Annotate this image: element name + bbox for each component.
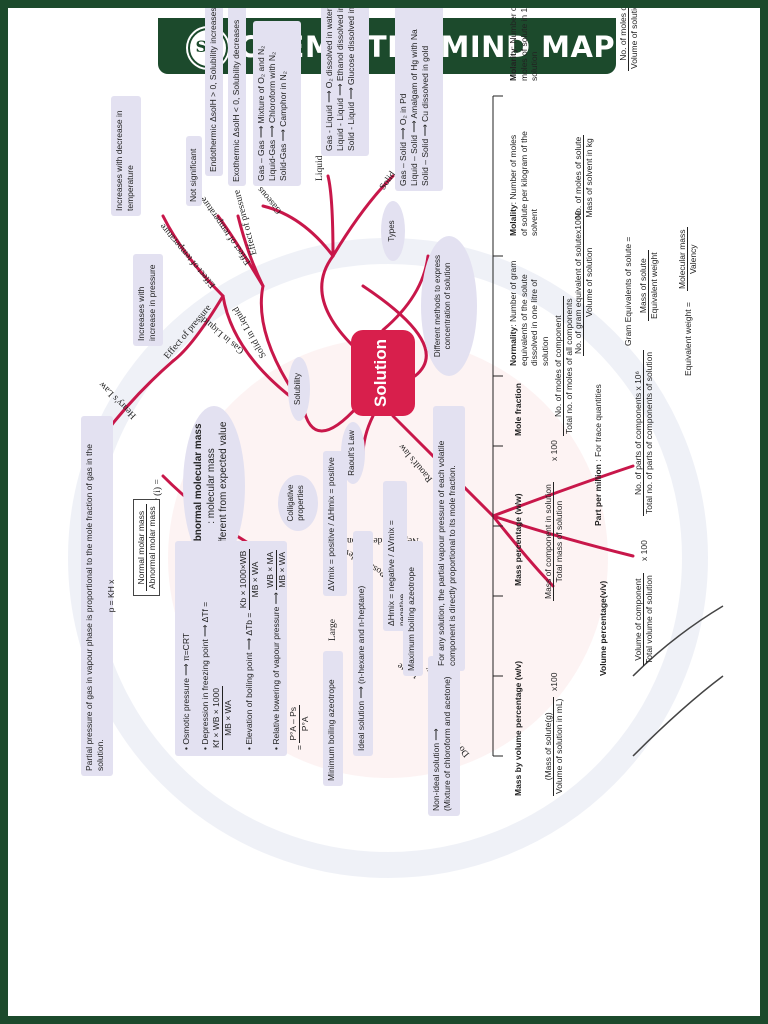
- branch-to-raoult: [361, 284, 428, 378]
- max-azeotrope-box: Maximum boiling azeotrope: [403, 541, 423, 676]
- wv-formula: (Mass of solute(g)Volume of solution in …: [543, 696, 564, 796]
- solubility-node: Solubility: [288, 357, 310, 421]
- boiling-point: • Elevation of boiling point ⟶ ΔTb =: [243, 612, 254, 750]
- osmotic-pressure: • Osmotic pressure ⟶ π=CRT: [181, 633, 191, 750]
- rlvp: • Relative lowering of vapour pressure ⟶: [271, 592, 282, 750]
- wv-multiplier: x100: [549, 672, 559, 691]
- gas-pressure-box: Increases with increase in pressure: [133, 254, 163, 346]
- branch-raoults-law: [491, 464, 635, 518]
- branch-negative: [491, 514, 635, 558]
- mind-map-canvas: Solution Types Gaseous Liquid Solid Gas …: [33, 8, 751, 998]
- vv-title: Volume percentage(v/v): [598, 580, 608, 676]
- large-label-1: Large: [328, 619, 338, 641]
- equivalent-weight-label: Equivalent weight =: [683, 302, 693, 376]
- solid-item: Liquid – Solid ⟶ Amalgam of Hg with Na: [409, 29, 420, 186]
- solid-item: Solid – Solid ⟶ Cu dissolved in gold: [420, 45, 431, 186]
- nonideal-example: (Mixture of chloroform and acetone): [442, 676, 453, 811]
- liquid-item: Gas - Liquid ⟶ O₂ dissolved in water: [324, 8, 334, 151]
- normality-definition: Normality: Number of gram equivalents of…: [508, 260, 550, 366]
- ww-title: Mass percentage (w/w): [513, 493, 523, 586]
- liquid-label: Liquid: [315, 155, 325, 181]
- branch-solid: [331, 174, 395, 258]
- min-azeotrope-box: Minimum boiling azeotrope: [323, 651, 343, 786]
- ppm-title: Part per million : For trace quantities: [593, 384, 603, 526]
- solid-box: Gas – Solid ⟶ O₂ in Pd Liquid – Solid ⟶ …: [395, 8, 443, 191]
- gaseous-item: Liquid-Gas ⟶ Chloroform with N₂: [267, 51, 278, 181]
- ideal-solution-box: Ideal solution ⟶ (n-hexane and n-heptane…: [353, 531, 373, 756]
- exothermic-box: Exothermic ΔsolH < 0, Solubility decreas…: [228, 8, 246, 186]
- molarity-definition: Molarity: Number of moles of solute in 1…: [508, 3, 540, 81]
- liquid-item: Liquid - Liquid ⟶ Ethanol dissolved in w…: [335, 0, 346, 151]
- concentration-node: Different methods to express concentrati…: [421, 236, 477, 376]
- solid-item: Gas – Solid ⟶ O₂ in Pd: [398, 93, 408, 187]
- nonideal-solution-box: Non-ideal solution ⟶ (Mixture of chlorof…: [428, 656, 460, 816]
- colligative-node: Colligative properties: [278, 475, 318, 531]
- henry-law-box: Partial pressure of gas in vapour phase …: [81, 416, 116, 776]
- molality-definition: Molality: Number of moles of solute per …: [508, 131, 540, 236]
- branch-gaseous: [261, 204, 335, 258]
- branch-gl-temp: [161, 214, 225, 298]
- ww-multiplier: x 100: [549, 440, 559, 461]
- nonideal-title: Non-ideal solution ⟶: [431, 728, 441, 811]
- branch-gl-pressure: [171, 294, 225, 363]
- raoult-law-statement: For any solution, the partial vapour pre…: [433, 406, 465, 671]
- gram-equivalent-label: Gram Equivalents of solute =: [623, 236, 633, 346]
- mind-map: Solution Types Gaseous Liquid Solid Gas …: [33, 0, 751, 816]
- gaseous-item: Gas – Gas ⟶ Mixture of O₂ and N₂: [256, 45, 266, 181]
- endothermic-box: Endothermic ΔsolH > 0, Solubility increa…: [205, 8, 223, 176]
- gaseous-box: Gas – Gas ⟶ Mixture of O₂ and N₂ Liquid-…: [253, 21, 301, 186]
- wv-title: Mass by volume percentage (w/v): [513, 660, 523, 796]
- freezing-point: • Depression in freezing point ⟶ ΔTf =: [200, 601, 211, 750]
- colligative-box: • Osmotic pressure ⟶ π=CRT • Depression …: [175, 541, 310, 756]
- liquid-box: Gas - Liquid ⟶ O₂ dissolved in water Liq…: [321, 0, 369, 156]
- branch-to-types: [320, 254, 355, 348]
- not-significant-box: Not significant: [186, 136, 202, 206]
- not-obey-curve: [632, 675, 724, 757]
- vv-multiplier: x 100: [639, 540, 649, 561]
- branch-sl-pressure: [236, 214, 265, 288]
- positive-deviation-box: ΔVmix = positive / ΔHmix = positive: [323, 451, 347, 596]
- solution-node: Solution: [351, 330, 415, 416]
- henry-text: Partial pressure of gas in vapour phase …: [84, 444, 106, 771]
- types-node: Types: [381, 201, 405, 261]
- mole-fraction-title: Mole fraction: [513, 383, 523, 436]
- liquid-item: Solid - Liquid ⟶ Glucose dissolved in wa…: [346, 0, 357, 151]
- gaseous-item: Solid-Gas ⟶ Camphor in N₂: [278, 71, 289, 181]
- henry-equation: p = KH x: [106, 579, 117, 613]
- obey-curve: [632, 605, 724, 677]
- branch-liquid: [326, 174, 335, 258]
- gas-temp-box: Increases with decrease in temperature: [111, 96, 141, 216]
